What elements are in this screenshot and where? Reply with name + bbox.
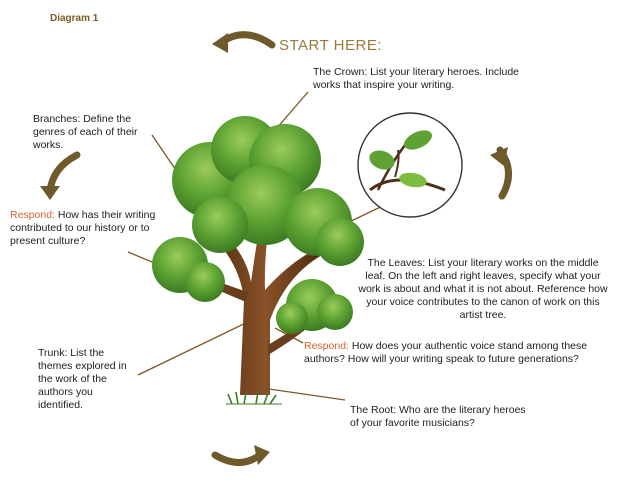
tree-crown <box>152 116 364 334</box>
cycle-arrow-bottom-icon <box>211 445 270 466</box>
trunk-description: Trunk: List the themes explored in the w… <box>38 347 127 411</box>
respond-question: How has their writing contributed to our… <box>10 209 156 247</box>
grass-icon <box>226 391 282 405</box>
root-description: The Root: Who are the literary heroes of… <box>350 404 526 429</box>
diagram-label: Diagram 1 <box>50 13 99 24</box>
trunk-leader-line <box>137 319 253 376</box>
respond-voice-text: Respond: How does your authentic voice s… <box>304 340 616 366</box>
respond-label: Respond: <box>10 209 55 221</box>
respond-label-2: Respond: <box>304 340 349 352</box>
respond-history-text: Respond: How has their writing contribut… <box>10 209 160 248</box>
root-leader-line <box>261 387 346 401</box>
cycle-arrow-top-icon <box>212 31 276 53</box>
cycle-arrow-left-icon <box>40 151 81 200</box>
branches-description: Branches: Define the genres of each of t… <box>33 113 138 151</box>
leaves-description: The Leaves: List your literary works on … <box>358 257 608 321</box>
respond-voice-question: How does your authentic voice stand amon… <box>304 340 588 365</box>
crown-description: The Crown: List your literary heroes. In… <box>313 66 520 91</box>
start-here-label: START HERE: <box>279 37 383 54</box>
leaves-inset-icon <box>357 112 463 218</box>
cycle-arrow-right-icon <box>490 146 512 200</box>
